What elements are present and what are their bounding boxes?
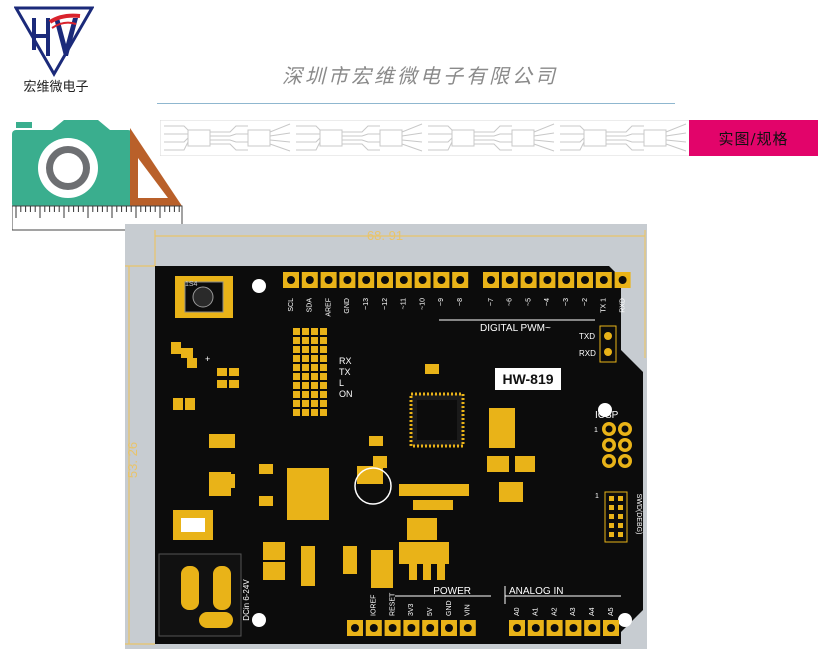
- camera-ruler-icon: [12, 120, 183, 231]
- power-pin-label: IOREF: [371, 595, 378, 616]
- icsp-header: [602, 422, 632, 468]
- digital-pin-label: ~5: [525, 298, 532, 306]
- led-pads: [293, 328, 327, 416]
- digital-pin-label: ~8: [457, 298, 464, 306]
- circuit-banner: [160, 120, 690, 156]
- analog-pin-label: A3: [570, 607, 577, 616]
- swd-header: [604, 491, 628, 543]
- digital-header: [283, 272, 631, 288]
- power-pin-label: 3V3: [408, 603, 415, 616]
- power-pin-label: 5V: [427, 607, 434, 616]
- digital-pin-label: AREF: [325, 298, 332, 317]
- rxd-label: RXD: [579, 349, 596, 358]
- digital-pin-label: SDA: [307, 298, 314, 313]
- analog-label: ANALOG IN: [509, 586, 563, 597]
- model-label: HW-819: [502, 371, 553, 387]
- digital-pin-label: ~6: [507, 298, 514, 306]
- section-tag: 实图/规格: [689, 120, 818, 156]
- swd-pin1-label: 1: [595, 493, 599, 500]
- digital-label: DIGITAL PWM~: [480, 323, 551, 334]
- digital-pin-label: ~10: [419, 298, 426, 310]
- led-label: L: [339, 378, 344, 388]
- digital-pin-label: ~9: [438, 298, 445, 306]
- digital-pin-labels: SCL SDA AREF GND ~13 ~12 ~11 ~10 ~9 ~8 ~7 ~6 ~5 ~4 ~3 ~…: [288, 298, 627, 317]
- txd-label: TXD: [579, 332, 595, 341]
- logo-text: 宏维微电子: [23, 80, 89, 95]
- digital-pin-label: RXD: [619, 298, 626, 313]
- bottom-pin-labels: IOREF RESET 3V3 5V GND VIN A0 A1 A2 A3 A4 A5: [371, 592, 615, 616]
- reset-label: 1S4: [185, 281, 198, 288]
- power-pin-label: GND: [446, 600, 453, 616]
- digital-pin-label: ~13: [363, 298, 370, 310]
- led-label: TX: [339, 367, 351, 377]
- plus-mark: +: [205, 354, 210, 364]
- icsp-pin1-label: 1: [594, 427, 598, 434]
- analog-pin-label: A0: [514, 607, 521, 616]
- dimension-lines: [125, 230, 646, 645]
- power-pin-label: VIN: [465, 604, 472, 616]
- digital-pin-label: ~4: [544, 298, 551, 306]
- analog-pin-label: A4: [589, 607, 596, 616]
- height-dimension: 53. 26: [125, 442, 140, 478]
- swd-label: SWD(DEBG): [635, 494, 642, 535]
- analog-pin-label: A5: [608, 607, 615, 616]
- digital-pin-label: ~11: [401, 298, 408, 309]
- bottom-headers: [347, 620, 619, 636]
- digital-pin-label: ~2: [582, 298, 589, 306]
- component-pads: [171, 342, 535, 588]
- power-pin-label: RESET: [389, 592, 396, 616]
- mounting-holes: [252, 279, 632, 627]
- led-label: RX: [339, 356, 352, 366]
- digital-pin-label: ~3: [563, 298, 570, 306]
- company-name: 深圳市宏维微电子有限公司: [282, 64, 558, 88]
- icsp-label: ICSP: [595, 410, 619, 421]
- width-dimension: 68. 91: [367, 228, 403, 243]
- model-badge: [495, 368, 561, 390]
- digital-pin-label: ~12: [382, 298, 389, 310]
- digital-pin-label: GND: [344, 298, 351, 314]
- dc-input-label: DCin 6-24V: [242, 579, 251, 621]
- power-label: POWER: [433, 586, 471, 597]
- diode-marker: [181, 518, 205, 532]
- hw-logo-icon: [14, 6, 94, 78]
- capacitor-outline: [354, 467, 392, 505]
- analog-pin-label: A2: [551, 607, 558, 616]
- digital-pin-label: ~7: [488, 298, 495, 306]
- pcb-board: 68. 91 53. 26 1S4 SCL SDA AREF GND ~13 ~12 ~11…: [125, 228, 646, 645]
- digital-pin-label: TX 1: [601, 298, 608, 313]
- led-label: ON: [339, 389, 353, 399]
- title-divider: [157, 103, 675, 104]
- digital-pin-label: SCL: [288, 298, 295, 312]
- analog-pin-label: A1: [533, 607, 540, 616]
